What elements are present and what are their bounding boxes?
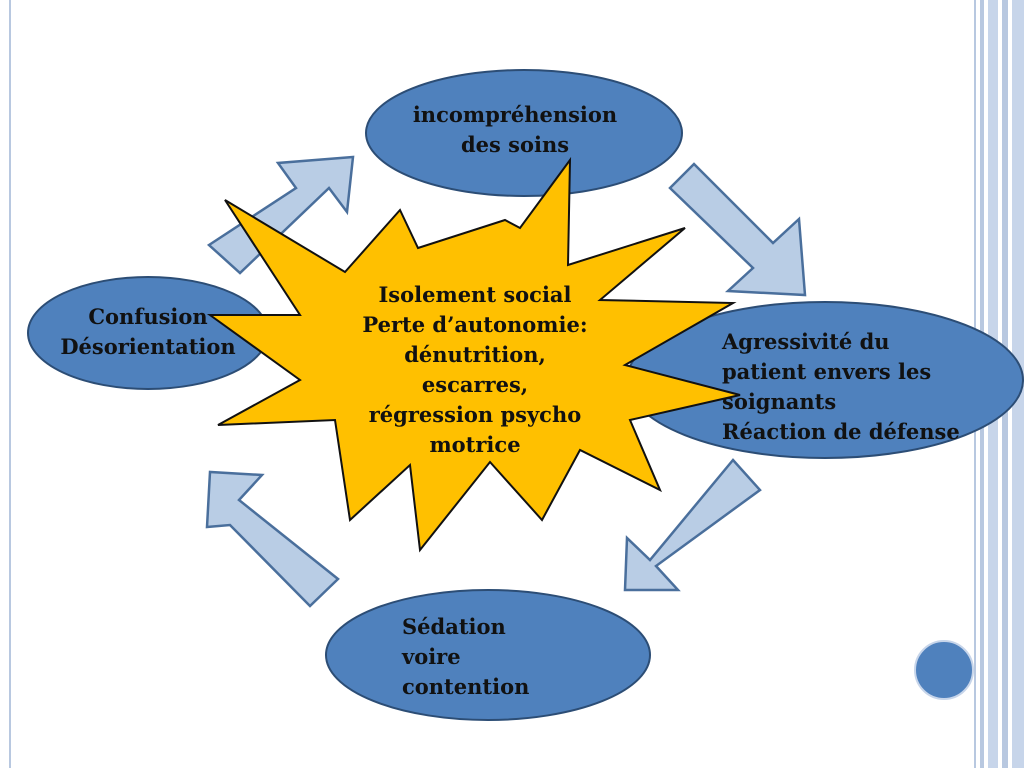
arrow-bottom-to-left: [205, 470, 340, 608]
ellipse-top: [365, 69, 683, 197]
center-line6: motrice: [429, 432, 521, 457]
arrow-right-to-bottom: [623, 458, 762, 592]
node-right-line2: patient envers les: [722, 359, 932, 384]
node-bottom-line3: contention: [402, 674, 530, 699]
arrow-top-to-right: [668, 162, 807, 297]
node-top-line1: incompréhension: [412, 102, 618, 127]
center-line2: Perte d’autonomie:: [362, 312, 588, 337]
node-left-line1: Confusion: [88, 304, 208, 329]
center-line3: dénutrition,: [404, 342, 546, 367]
node-bottom-label: Sédation voire contention: [402, 612, 602, 702]
node-right-line1: Agressivité du: [722, 329, 890, 354]
ellipse-bottom: [325, 589, 651, 721]
arrow-left-to-top: [206, 155, 355, 275]
slide-left-border: [9, 0, 11, 768]
node-right-line4: Réaction de défense: [722, 419, 960, 444]
node-left-line2: Désorientation: [60, 334, 236, 359]
node-bottom-line2: voire: [402, 644, 461, 669]
node-top-label: incompréhension des soins: [390, 100, 640, 160]
node-right-label: Agressivité du patient envers les soigna…: [722, 327, 1002, 447]
node-right-line3: soignants: [722, 389, 837, 414]
center-line5: régression psycho: [368, 402, 582, 427]
center-label: Isolement social Perte d’autonomie: dénu…: [330, 280, 620, 460]
node-top-line2: des soins: [460, 132, 570, 157]
node-bottom-line1: Sédation: [402, 614, 506, 639]
center-line1: Isolement social: [378, 282, 572, 307]
central-star: [206, 156, 741, 553]
node-left-label: Confusion Désorientation: [38, 302, 258, 362]
decorative-circle: [914, 640, 974, 700]
center-line4: escarres,: [421, 372, 529, 397]
